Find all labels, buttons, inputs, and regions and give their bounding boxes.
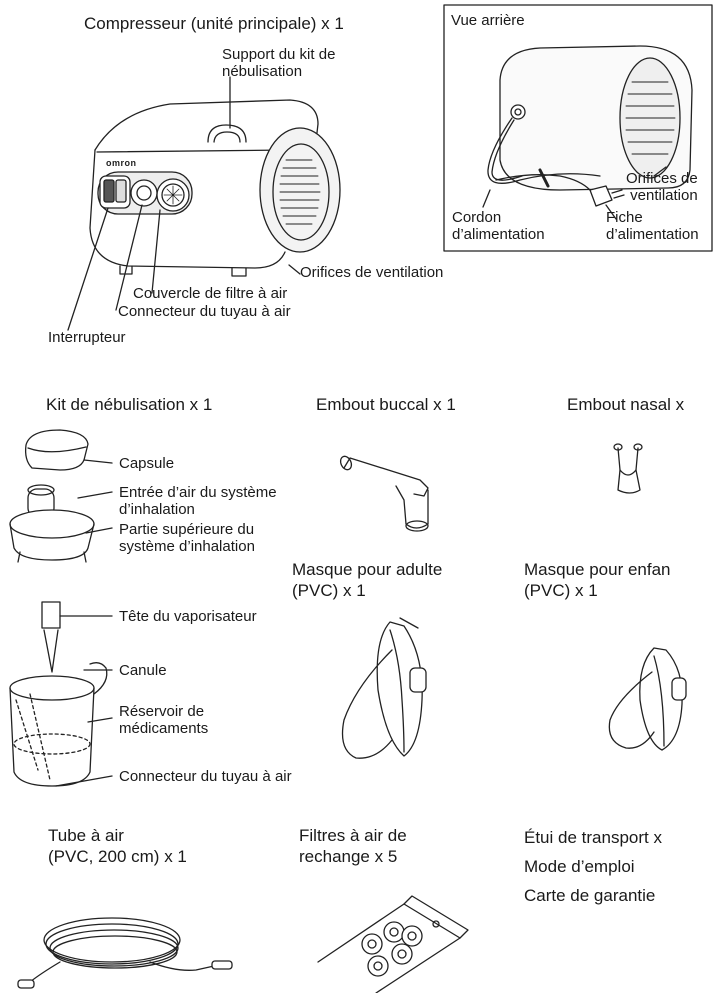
manual-item: Mode d’emploi [524, 857, 635, 876]
adult-mask-heading: Masque pour adulte (PVC) x 1 [292, 560, 443, 600]
nosepiece-illustration [614, 444, 642, 493]
switch-label: Interrupteur [48, 329, 126, 346]
nebulizer-kit-illustration [10, 430, 112, 786]
adult-mask-illustration [343, 618, 427, 758]
air-connector-label: Connecteur du tuyau à air [118, 303, 291, 320]
filter-cover-label: Couvercle de filtre à air [133, 285, 288, 302]
filters-bag-illustration [318, 896, 468, 993]
air-tube-heading: Tube à air (PVC, 200 cm) x 1 [48, 826, 187, 866]
rear-compressor-illustration [483, 46, 692, 219]
vaporizer-head-label: Tête du vaporisateur [119, 608, 257, 625]
reservoir-label: Réservoir de médicaments [119, 703, 209, 737]
mouthpiece-illustration [339, 455, 428, 531]
compressor-heading: Compresseur (unité principale) x 1 [84, 14, 344, 33]
cannula-label: Canule [119, 662, 167, 679]
child-mask-heading: Masque pour enfan (PVC) x 1 [524, 560, 671, 600]
support-label: Support du kit de nébulisation [222, 46, 336, 80]
filters-heading: Filtres à air de rechange x 5 [299, 826, 407, 866]
mouthpiece-heading: Embout buccal x 1 [316, 395, 456, 414]
brand-logo: omron [106, 158, 137, 168]
rear-view-title: Vue arrière [451, 12, 525, 29]
air-tube-illustration [18, 918, 232, 988]
warranty-item: Carte de garantie [524, 886, 656, 905]
compressor-vents-label: Orifices de ventilation [300, 264, 444, 281]
inhalation-top-label: Partie supérieure du système d’inhalatio… [119, 521, 255, 555]
carrying-case-item: Étui de transport x [524, 828, 662, 847]
cap-label: Capsule [119, 455, 175, 472]
cord-label: Cordon d’alimentation [452, 209, 545, 243]
nosepiece-heading: Embout nasal x [567, 395, 685, 414]
rear-vents-label: Orifices de ventilation [626, 170, 698, 204]
plug-label: Fiche d’alimentation [606, 209, 699, 243]
air-inlet-label: Entrée d’air du système d’inhalation [119, 484, 277, 518]
compressor-illustration [68, 77, 340, 330]
child-mask-illustration [609, 648, 686, 750]
kit-connector-label: Connecteur du tuyau à air [119, 768, 292, 785]
nebulizer-kit-heading: Kit de nébulisation x 1 [46, 395, 213, 414]
